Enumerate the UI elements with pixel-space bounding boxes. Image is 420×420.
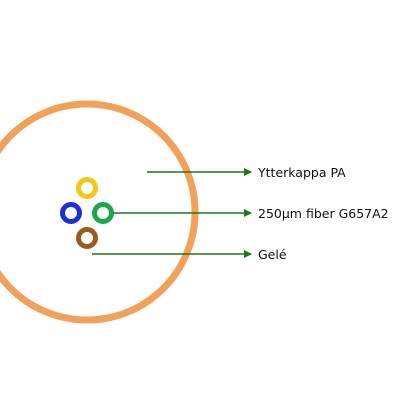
yellow-fiber: [76, 177, 98, 199]
blue-fiber: [60, 202, 82, 224]
outer-jacket-label: Ytterkappa PA: [257, 165, 346, 180]
brown-fiber: [76, 227, 98, 249]
gel-label: Gelé: [258, 247, 287, 262]
green-fiber: [92, 202, 114, 224]
fiber-label: 250µm fiber G657A2: [258, 206, 389, 221]
